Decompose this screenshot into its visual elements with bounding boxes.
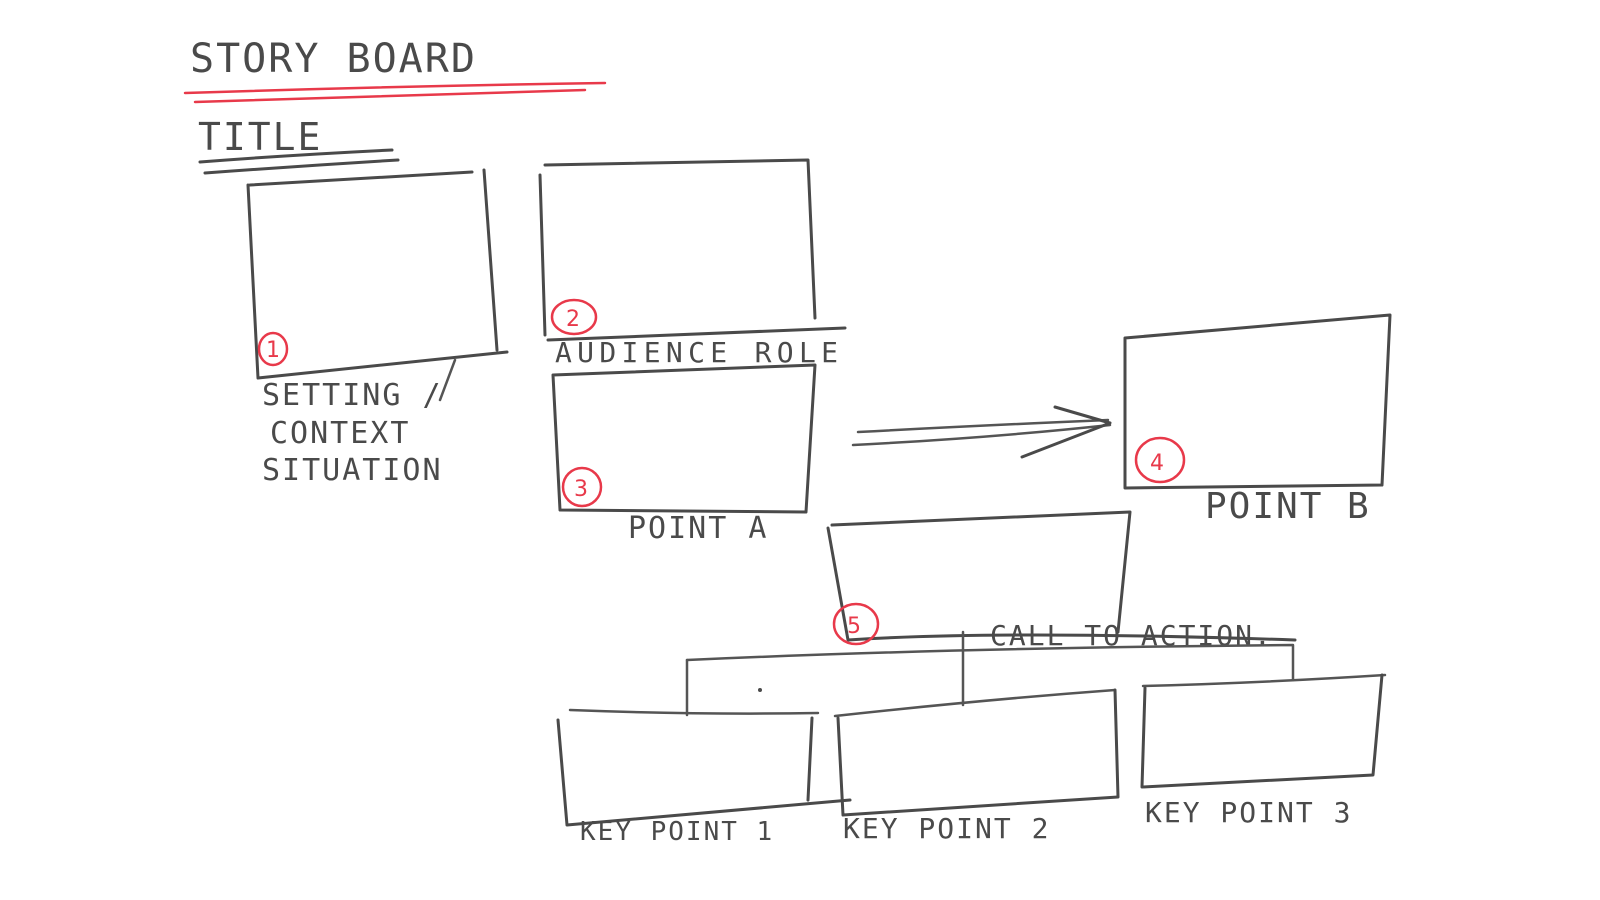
frame-label: KEY POINT 3 — [1145, 796, 1352, 829]
frame-tick — [438, 358, 457, 402]
step-number-circle — [561, 466, 603, 508]
frame-label-line-3: SITUATION — [262, 453, 443, 488]
tree-branch-keypoint-1 — [568, 708, 820, 715]
tree-branch-keypoint-3 — [1141, 673, 1387, 688]
frame-label-line-1: SETTING / — [262, 378, 443, 413]
frame-label: KEY POINT 1 — [580, 817, 774, 847]
frame-point-b: 4 POINT B — [1123, 313, 1392, 527]
step-number-circle — [257, 331, 289, 367]
arrow-point-a-to-b — [851, 405, 1112, 459]
frame-key-point-3: KEY POINT 3 — [1140, 673, 1384, 829]
section-underline-1 — [198, 148, 394, 164]
frame-label: POINT B — [1205, 486, 1371, 527]
bracket-tree — [568, 630, 1387, 718]
arrow-shaft-upper — [856, 418, 1110, 434]
step-number: 4 — [1150, 451, 1164, 476]
frame-label: AUDIENCE ROLE — [555, 336, 840, 369]
frame-box — [836, 688, 1120, 817]
frame-call-to-action: 5 CALL TO ACTION. — [826, 510, 1297, 652]
step-number-circle — [832, 602, 880, 646]
arrow-shaft-lower — [851, 423, 1112, 447]
frame-key-point-1: KEY POINT 1 — [556, 716, 852, 847]
title-underline-2 — [193, 88, 587, 104]
step-number: 2 — [566, 307, 580, 332]
page-title: STORY BOARD — [190, 36, 477, 82]
frame-box — [826, 510, 1297, 642]
tree-bracket-top — [685, 643, 1295, 682]
frame-box — [246, 168, 509, 380]
stray-dot — [758, 688, 762, 692]
step-number: 1 — [266, 338, 280, 363]
step-number-circle — [1134, 436, 1186, 484]
arrow-head-icon — [1020, 405, 1112, 459]
header: STORY BOARD TITLE — [183, 36, 607, 175]
step-number: 5 — [847, 614, 861, 639]
step-number: 3 — [574, 477, 588, 502]
title-underline-1 — [183, 81, 607, 95]
section-title: TITLE — [198, 115, 322, 159]
section-underline-2 — [203, 158, 400, 175]
frame-box — [551, 363, 817, 514]
frame-label: POINT A — [628, 511, 768, 546]
frame-key-point-2: KEY POINT 2 — [836, 688, 1120, 845]
frame-audience-role: 2 AUDIENCE ROLE — [538, 158, 847, 369]
frame-point-a: 3 POINT A — [551, 363, 817, 546]
frame-box — [1123, 313, 1392, 490]
frame-setting: 1 SETTING / CONTEXT SITUATION — [246, 168, 509, 488]
frame-box — [538, 158, 847, 342]
frame-label: KEY POINT 2 — [843, 812, 1050, 845]
tree-branch-keypoint-2 — [833, 688, 1117, 718]
step-number-circle — [550, 298, 598, 336]
frame-label-line-2: CONTEXT — [270, 416, 410, 451]
frame-box — [1140, 673, 1384, 789]
frame-box — [556, 716, 852, 827]
